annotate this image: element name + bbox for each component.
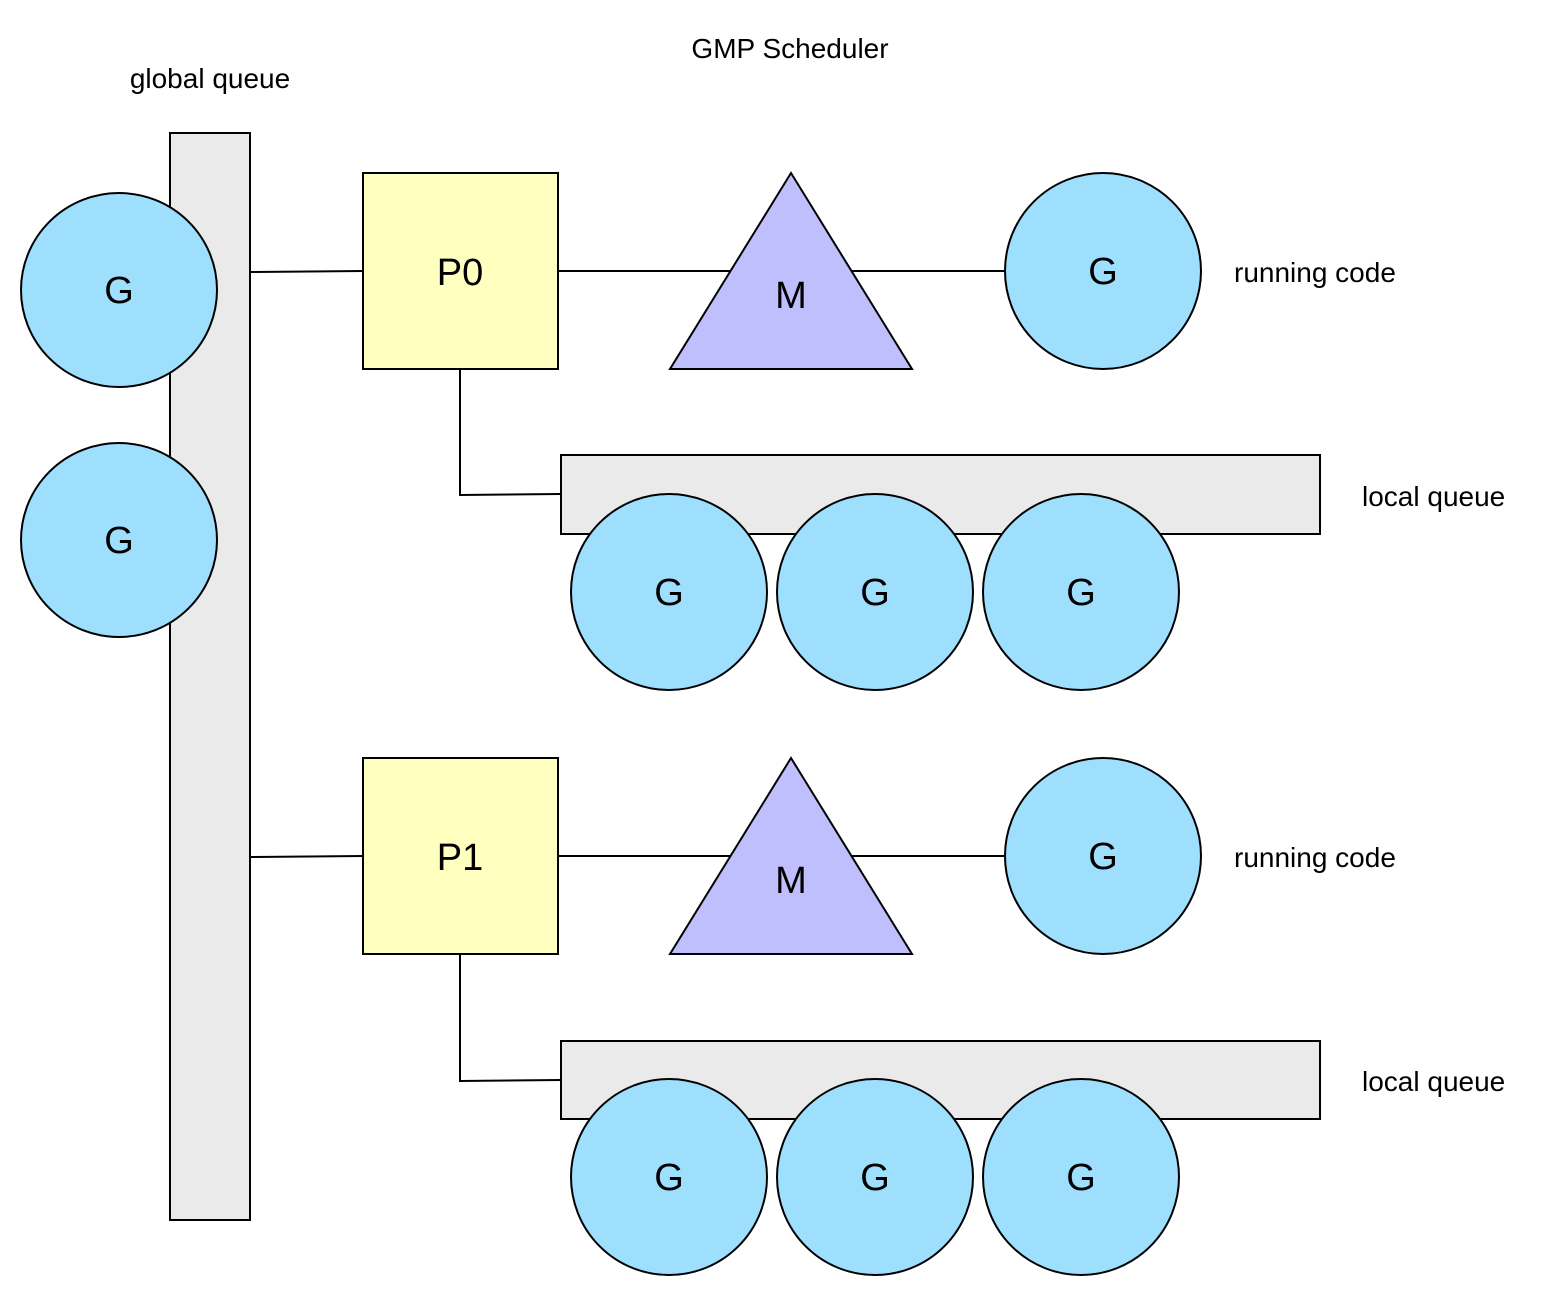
p1-to-local-queue-link (459, 954, 562, 1083)
global-to-p0-link (249, 270, 364, 273)
local-queue-label: local queue (1362, 481, 1505, 512)
local-goroutine-label: G (654, 1157, 684, 1199)
local-goroutine-circle (982, 1078, 1180, 1276)
processor-label: P0 (437, 252, 483, 294)
local-goroutine-label: G (860, 1157, 890, 1199)
local-goroutine-circle (570, 493, 768, 691)
local-goroutine-circle (570, 1078, 768, 1276)
machine-triangle (668, 756, 914, 955)
local-goroutine-label: G (1066, 572, 1096, 614)
goroutine-circle (20, 442, 218, 638)
goroutine-label: G (104, 520, 134, 562)
running-code-label: running code (1234, 257, 1396, 288)
processor-label: P1 (437, 837, 483, 879)
p0-to-local-queue-link (459, 369, 562, 497)
running-code-label: running code (1234, 842, 1396, 873)
global-to-p1-link (249, 855, 364, 858)
processor-group-p1: P1 M G running code local queue G G G (249, 756, 1505, 1276)
goroutine-circle (20, 192, 218, 388)
local-goroutine-label: G (860, 572, 890, 614)
running-goroutine-label: G (1088, 836, 1118, 878)
diagram-title: GMP Scheduler (691, 33, 888, 64)
processor-box (362, 172, 559, 370)
local-goroutine-circle (776, 493, 974, 691)
processor-group-p0: P0 M G running code local queue G G G (249, 171, 1505, 691)
local-goroutine-label: G (1066, 1157, 1096, 1199)
global-goroutine: G (20, 192, 218, 388)
running-goroutine-label: G (1088, 251, 1118, 293)
running-goroutine-circle (1004, 757, 1202, 955)
running-goroutine-circle (1004, 172, 1202, 370)
machine-triangle (668, 171, 914, 370)
processor-box (362, 757, 559, 955)
goroutine-label: G (104, 270, 134, 312)
local-queue-label: local queue (1362, 1066, 1505, 1097)
local-goroutine-circle (982, 493, 1180, 691)
machine-label: M (775, 275, 807, 317)
local-goroutine-label: G (654, 572, 684, 614)
machine-label: M (775, 860, 807, 902)
global-goroutine: G (20, 442, 218, 638)
global-queue-label: global queue (130, 63, 290, 94)
local-goroutine-circle (776, 1078, 974, 1276)
